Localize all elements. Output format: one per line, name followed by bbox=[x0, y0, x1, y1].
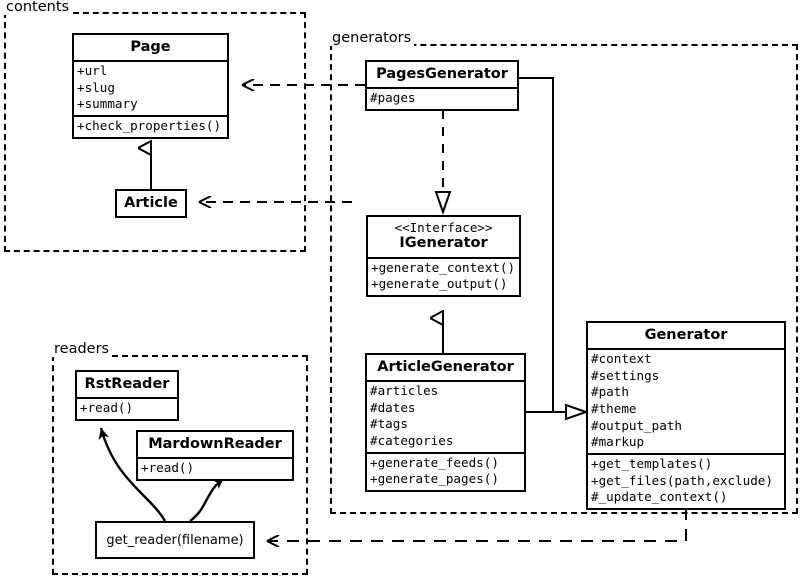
package-contents-label: contents bbox=[4, 0, 73, 16]
class-page-methods: +check_properties() bbox=[74, 115, 227, 137]
attribute-row: +url bbox=[77, 63, 108, 79]
class-igenerator-stereotype: <<Interface>> bbox=[394, 220, 493, 235]
node-get-reader-label: get_reader(filename) bbox=[106, 532, 244, 548]
class-article-generator-title: ArticleGenerator bbox=[377, 359, 514, 375]
class-rst-reader[interactable]: RstReader +read() bbox=[75, 370, 179, 421]
class-igenerator-title: <<Interface>> IGenerator bbox=[368, 217, 519, 257]
class-mardown-reader[interactable]: MardownReader +read() bbox=[136, 430, 294, 481]
class-page[interactable]: Page +url +slug +summary +check_properti… bbox=[72, 33, 229, 139]
class-generator-attributes: #context #settings #path #theme #output_… bbox=[588, 348, 784, 453]
class-pages-generator-attributes: #pages bbox=[367, 87, 517, 109]
class-igenerator-name: IGenerator bbox=[399, 235, 488, 252]
class-igenerator-methods: +generate_context() +generate_output() bbox=[368, 256, 519, 295]
package-contents bbox=[4, 12, 306, 252]
class-mardown-reader-methods: +read() bbox=[138, 457, 292, 479]
attribute-row: #theme bbox=[591, 401, 637, 417]
attribute-row: #articles bbox=[370, 383, 439, 399]
attribute-row: +slug bbox=[77, 79, 115, 95]
method-row: +generate_context() bbox=[371, 259, 516, 275]
class-rst-reader-title: RstReader bbox=[84, 376, 170, 392]
class-pages-generator[interactable]: PagesGenerator #pages bbox=[365, 60, 519, 111]
method-row: +generate_output() bbox=[371, 276, 508, 292]
package-readers-label: readers bbox=[52, 341, 113, 358]
class-article-title: Article bbox=[124, 195, 178, 211]
class-article[interactable]: Article bbox=[115, 189, 187, 219]
method-row: +read() bbox=[141, 460, 195, 476]
attribute-row: #output_path bbox=[591, 417, 682, 433]
attribute-row: #categories bbox=[370, 433, 454, 449]
class-article-generator-methods: +generate_feeds() +generate_pages() bbox=[367, 451, 524, 490]
attribute-row: #context bbox=[591, 351, 652, 367]
class-pages-generator-title: PagesGenerator bbox=[376, 66, 508, 82]
class-generator-title: Generator bbox=[644, 327, 728, 343]
class-generator[interactable]: Generator #context #settings #path #them… bbox=[586, 321, 786, 510]
class-page-title: Page bbox=[130, 39, 171, 55]
method-row: +get_files(path,exclude) bbox=[591, 472, 773, 488]
package-readers bbox=[52, 355, 308, 575]
attribute-row: #tags bbox=[370, 416, 408, 432]
attribute-row: +summary bbox=[77, 96, 138, 112]
attribute-row: #pages bbox=[370, 90, 416, 106]
attribute-row: #settings bbox=[591, 367, 660, 383]
node-get-reader[interactable]: get_reader(filename) bbox=[95, 521, 255, 559]
class-article-generator-attributes: #articles #dates #tags #categories bbox=[367, 380, 524, 451]
method-row: +get_templates() bbox=[591, 455, 713, 471]
method-row: +generate_feeds() bbox=[370, 454, 499, 470]
class-rst-reader-methods: +read() bbox=[77, 397, 177, 419]
class-generator-methods: +get_templates() +get_files(path,exclude… bbox=[588, 452, 784, 508]
class-article-generator[interactable]: ArticleGenerator #articles #dates #tags … bbox=[365, 353, 526, 492]
class-page-attributes: +url +slug +summary bbox=[74, 60, 227, 115]
method-row: +read() bbox=[80, 400, 134, 416]
attribute-row: #markup bbox=[591, 434, 645, 450]
method-row: #_update_context() bbox=[591, 489, 728, 505]
attribute-row: #path bbox=[591, 384, 629, 400]
package-generators-label: generators bbox=[330, 30, 415, 47]
class-igenerator[interactable]: <<Interface>> IGenerator +generate_conte… bbox=[366, 215, 521, 297]
package-generators bbox=[330, 44, 798, 514]
attribute-row: #dates bbox=[370, 399, 416, 415]
method-row: +generate_pages() bbox=[370, 471, 499, 487]
class-mardown-reader-title: MardownReader bbox=[148, 436, 282, 452]
method-row: +check_properties() bbox=[77, 118, 222, 134]
